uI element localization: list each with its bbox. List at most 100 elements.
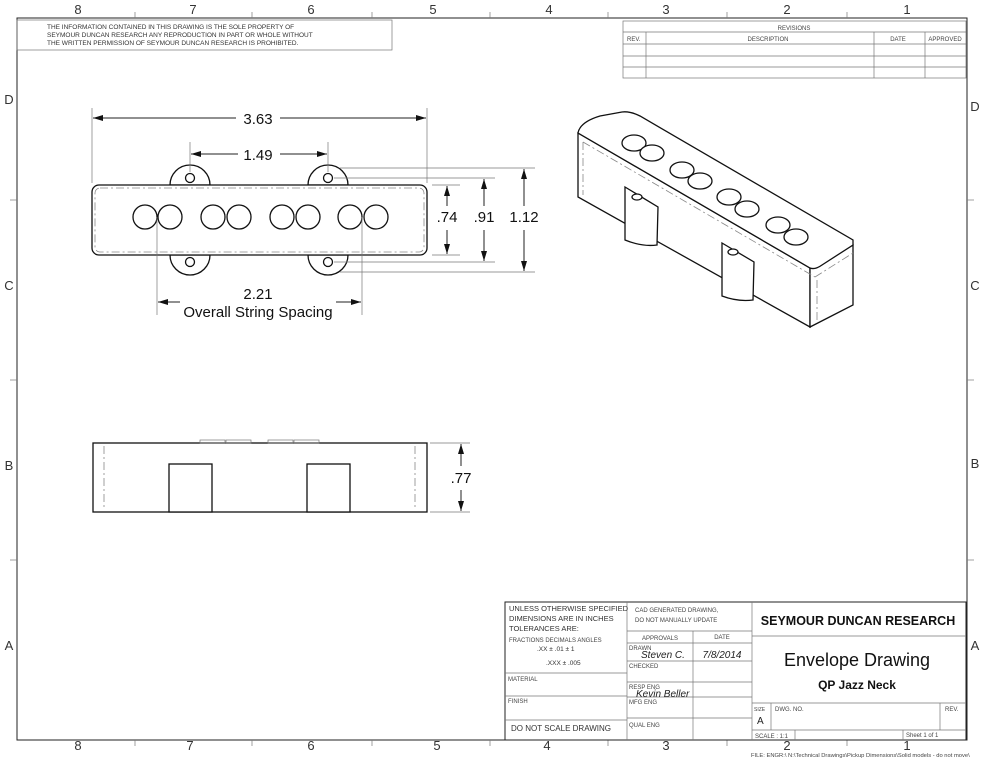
pole-piece <box>200 204 226 230</box>
cad-note: DO NOT MANUALLY UPDATE <box>635 618 717 624</box>
zone-row-c: C <box>4 278 13 293</box>
pole-piece <box>132 204 158 230</box>
zone-col-3: 3 <box>662 2 669 17</box>
zone-row-d: D <box>4 92 13 107</box>
screw-hole <box>184 256 196 268</box>
drawing-border <box>16 17 968 741</box>
pole-piece <box>157 204 183 230</box>
zone-col-5: 5 <box>433 738 440 753</box>
zone-col-6: 6 <box>307 738 314 753</box>
checked-label: CHECKED <box>629 664 659 670</box>
zone-labels-rows: D C B A D C B A <box>4 92 979 653</box>
zone-col-7: 7 <box>189 2 196 17</box>
pole-piece <box>639 144 665 162</box>
zone-col-6: 6 <box>307 2 314 17</box>
zone-row-a: A <box>5 638 14 653</box>
pole-piece <box>734 200 760 218</box>
zone-col-1: 1 <box>903 738 910 753</box>
pole-piece <box>363 204 389 230</box>
pole-pieces <box>132 204 389 230</box>
zone-row-b: B <box>971 456 980 471</box>
screw-hole <box>184 172 196 184</box>
mfg-eng-label: MFG ENG <box>629 700 657 706</box>
pole-piece <box>226 204 252 230</box>
resp-eng-label: RESP ENG <box>629 685 660 691</box>
resp-eng-name: Kevin Beller <box>636 689 690 700</box>
date-header: DATE <box>714 635 730 641</box>
mounting-foot <box>624 185 659 247</box>
finish-label: FINISH <box>508 699 528 705</box>
revisions-table <box>622 20 967 79</box>
mounting-foot <box>721 241 755 302</box>
pole-piece <box>621 134 647 152</box>
mounting-foot <box>306 463 351 513</box>
proprietary-notice: THE INFORMATION CONTAINED IN THIS DRAWIN… <box>16 19 393 51</box>
zone-row-c: C <box>970 278 979 293</box>
dim-ear-hole-span: .91 <box>474 209 495 226</box>
do-not-scale-note: DO NOT SCALE DRAWING <box>511 724 611 733</box>
pole-pieces <box>621 134 809 246</box>
zone-col-1: 1 <box>903 2 910 17</box>
zone-col-4: 4 <box>545 2 552 17</box>
dim-string-spacing: 2.21 <box>243 286 272 303</box>
pole-piece <box>337 204 363 230</box>
material-label: MATERIAL <box>508 677 538 683</box>
zone-ticks <box>10 12 974 746</box>
drawn-by: Steven C. <box>641 650 685 661</box>
zone-col-8: 8 <box>74 738 81 753</box>
rev-label: REV. <box>945 707 959 713</box>
zone-col-3: 3 <box>662 738 669 753</box>
dim-body-width: .74 <box>437 209 458 226</box>
screw-hole <box>727 248 739 256</box>
zone-col-2: 2 <box>783 738 790 753</box>
drawn-date: 7/8/2014 <box>703 650 742 661</box>
drawing-subtitle: QP Jazz Neck <box>818 678 896 692</box>
zone-labels-top: 8 7 6 5 4 3 2 1 <box>74 2 910 17</box>
notice-line: THE INFORMATION CONTAINED IN THIS DRAWIN… <box>47 24 294 31</box>
zone-row-d: D <box>970 99 979 114</box>
top-view: 3.63 1.49 2.21 Overall String Spacing .7… <box>91 108 539 321</box>
tolerance-xx: .XX ± .01 ± 1 <box>537 646 575 653</box>
zone-labels-bottom: 8 7 6 5 4 3 2 1 <box>74 738 910 753</box>
zone-row-a: A <box>971 638 980 653</box>
notice-line: THE WRITTEN PERMISSION OF SEYMOUR DUNCAN… <box>47 40 299 47</box>
drawn-label: DRAWN <box>629 646 651 652</box>
dim-mount-spacing: 1.49 <box>243 147 272 164</box>
pole-piece <box>783 228 809 246</box>
dim-height: .77 <box>451 470 472 487</box>
zone-col-7: 7 <box>186 738 193 753</box>
revisions-header-description: DESCRIPTION <box>747 37 788 43</box>
tolerance-note: UNLESS OTHERWISE SPECIFIED <box>509 604 629 613</box>
size-value: A <box>757 716 764 727</box>
revisions-title: REVISIONS <box>778 26 811 32</box>
pickup-body <box>91 184 428 256</box>
pole-piece <box>687 172 713 190</box>
dwg-no-label: DWG. NO. <box>775 707 804 713</box>
tolerance-note: TOLERANCES ARE: <box>509 624 579 633</box>
side-body <box>92 442 428 513</box>
company-name: SEYMOUR DUNCAN RESEARCH <box>761 614 955 628</box>
side-view: .77 <box>92 439 472 513</box>
pole-piece <box>269 204 295 230</box>
tolerance-note: DIMENSIONS ARE IN INCHES <box>509 614 614 623</box>
revisions-header-rev: REV. <box>627 37 641 43</box>
revisions-header-approved: APPROVED <box>928 37 962 43</box>
mounting-foot <box>168 463 213 513</box>
tolerance-xxx: .XXX ± .005 <box>546 660 581 667</box>
revisions-header-date: DATE <box>890 37 906 43</box>
qual-eng-label: QUAL ENG <box>629 723 660 729</box>
dim-overall-length: 3.63 <box>243 111 272 128</box>
pole-piece <box>295 204 321 230</box>
cad-note: CAD GENERATED DRAWING, <box>635 608 719 614</box>
dim-overall-width: 1.12 <box>509 209 538 226</box>
tolerance-header: FRACTIONS DECIMALS ANGLES <box>509 638 602 644</box>
notice-line: SEYMOUR DUNCAN RESEARCH ANY REPRODUCTION… <box>47 32 313 39</box>
zone-col-2: 2 <box>783 2 790 17</box>
size-label: SIZE <box>754 707 766 713</box>
pole-piece <box>669 161 695 179</box>
pole-piece <box>716 188 742 206</box>
drawing-title: Envelope Drawing <box>784 650 930 670</box>
zone-row-b: B <box>5 458 14 473</box>
file-path: FILE: ENGR:\ N:\Technical Drawings\Picku… <box>751 753 970 759</box>
